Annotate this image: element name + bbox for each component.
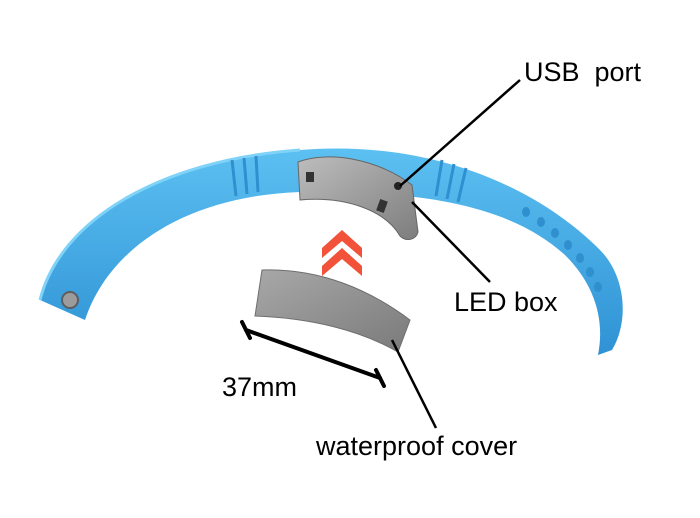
usb-port-leader [399,79,521,187]
leader-lines [390,79,521,429]
dimension-label: 37mm [222,372,298,402]
usb-port-label: USB port [524,57,642,87]
wristband-strap [38,148,623,355]
led-box-label: LED box [454,287,558,317]
strap-stud [61,291,79,309]
usb-port-hole [394,182,402,190]
strap-holes [522,207,602,292]
double-chevron-up-icon [322,230,362,276]
waterproof-cover-label: waterproof cover [316,431,518,461]
cover-leader [390,339,438,429]
dimension-line [240,320,386,388]
strap-ribs-left [230,155,260,197]
led-box-leader [411,201,491,283]
led-box-module [297,156,419,240]
strap-ribs-right [434,159,468,203]
